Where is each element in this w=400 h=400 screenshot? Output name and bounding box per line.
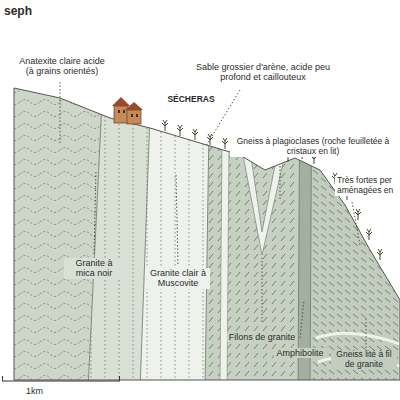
place-name: SÉCHERAS [165, 95, 216, 105]
rock-units [0, 60, 400, 390]
leader-lines [60, 82, 366, 348]
rock-label-box: Filons de granite [218, 326, 306, 344]
place-name-box: SÉCHERAS [160, 88, 222, 106]
rock-label-box: Gneiss lité à fil de granite [331, 350, 397, 371]
leader-line [176, 175, 178, 264]
terrain-outline [14, 88, 400, 380]
scale-tick [119, 376, 120, 381]
scale-label-box: 1km [24, 380, 64, 398]
castle-window [123, 110, 125, 113]
unit-borders [88, 60, 312, 390]
castle-window [136, 114, 138, 117]
layered-gneiss-band [310, 60, 400, 390]
scale-line [2, 381, 120, 382]
slope-note: Très fortes per aménagées en [335, 176, 397, 196]
granite-vein [242, 150, 286, 255]
soil-label-box: Sable grossier d'arène, acide peu profon… [182, 62, 344, 84]
layered-gneiss-texture [310, 60, 400, 390]
unit-border [310, 60, 312, 390]
rock-label: Granite clair à Muscovite [146, 268, 210, 289]
leader-line [300, 300, 304, 338]
slope-note-box: Très fortes per aménagées en [335, 176, 397, 197]
granite-clear-texture [140, 60, 210, 390]
castle-wall [127, 110, 141, 124]
rock-label: Amphibolite [274, 348, 325, 358]
rock-label-box: Granite clair à Muscovite [146, 268, 210, 290]
granite-vein [316, 333, 400, 344]
rock-label-box: Amphibolite [268, 342, 332, 360]
castle-window [131, 114, 133, 117]
vine-icon [366, 229, 372, 240]
leader-line [60, 82, 61, 145]
rock-label-box: Granite à mica noir [64, 258, 124, 280]
castle-roof [125, 102, 143, 110]
vine-icon [162, 120, 168, 131]
unit-border [298, 60, 300, 390]
page-title-box: seph [2, 1, 62, 19]
rock-label: Anatexite claire acide (à grains orienté… [14, 56, 110, 77]
castle-icon [112, 97, 143, 124]
vine-icon [377, 249, 383, 260]
vine-icon [192, 129, 198, 140]
rock-label: Gneiss lité à fil de granite [331, 350, 397, 370]
leader-line [262, 258, 263, 322]
unit-border [88, 60, 104, 390]
leader-line [352, 202, 360, 245]
vine-icon [222, 138, 228, 149]
page-title: seph [2, 5, 34, 19]
unit-border [205, 60, 210, 390]
gneiss-texture [205, 60, 300, 390]
rock-label: Gneiss à plagioclases (roche feuilletée … [230, 137, 396, 157]
scale-tick [2, 376, 3, 381]
leader-line [366, 318, 367, 348]
vine-icon [355, 209, 361, 220]
leader-line [280, 166, 281, 200]
granite-clear-band [140, 60, 210, 390]
leader-line [94, 170, 96, 254]
castle-window [118, 110, 120, 113]
granite-vein [220, 140, 229, 390]
soil-label: Sable grossier d'arène, acide peu profon… [182, 62, 344, 83]
rock-label-box: Anatexite claire acide (à grains orienté… [14, 56, 110, 78]
castle-roof [112, 97, 130, 106]
gneiss-band [205, 60, 300, 390]
rock-label: Granite à mica noir [64, 258, 124, 279]
rock-label-box: Gneiss à plagioclases (roche feuilletée … [230, 137, 396, 158]
castle-wall [114, 106, 128, 123]
scale-label: 1km [24, 386, 45, 396]
amphibolite-band [298, 60, 312, 390]
rock-label: Filons de granite [227, 332, 298, 342]
vine-icon [177, 125, 183, 136]
scale-bar [2, 376, 120, 381]
